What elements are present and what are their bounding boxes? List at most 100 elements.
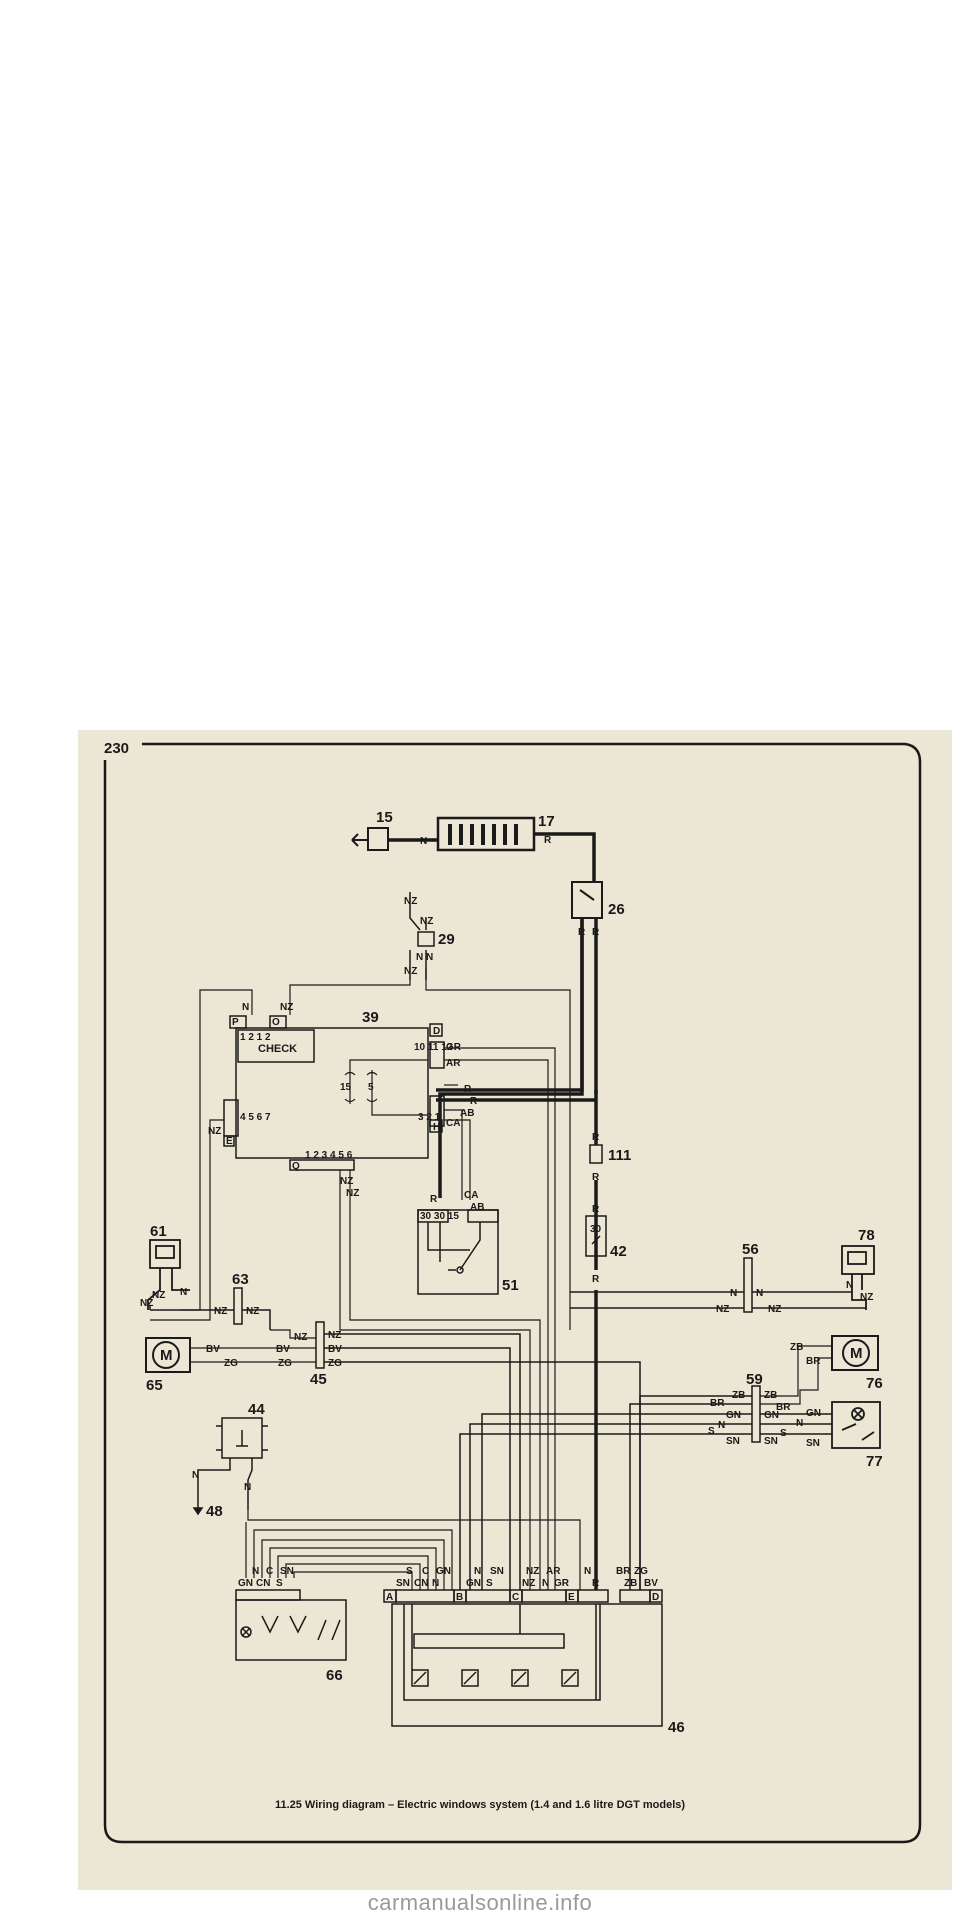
connector-63-number: 63 xyxy=(232,1271,249,1288)
wire-label: SN xyxy=(806,1438,820,1449)
control-unit-46 xyxy=(383,1589,663,1727)
wire-label: N xyxy=(542,1578,549,1589)
wire-label: NZ xyxy=(328,1330,341,1341)
wire-label: N xyxy=(252,1566,259,1577)
wire-label: SN xyxy=(396,1578,410,1589)
wire-label: ZB xyxy=(624,1578,637,1589)
wire-label: SN xyxy=(490,1566,504,1577)
wire-label: S xyxy=(780,1428,787,1439)
wire-label: N xyxy=(846,1280,853,1291)
relay-42-number: 42 xyxy=(610,1243,627,1260)
fuse-111-number: 111 xyxy=(608,1147,631,1164)
wire-label: R xyxy=(544,835,552,846)
relay-42 xyxy=(585,1215,607,1257)
connector-letter: H xyxy=(433,1122,440,1133)
motor-symbol: M xyxy=(160,1347,173,1364)
pin-numbers: 1 2 1 2 xyxy=(240,1032,271,1043)
wire-label: BV xyxy=(206,1344,220,1355)
connector-letter: P xyxy=(232,1017,239,1028)
wire-label: BV xyxy=(644,1578,658,1589)
wire-label: NZ xyxy=(716,1304,729,1315)
wire-label: NZ xyxy=(208,1126,221,1137)
wire-label: CA xyxy=(446,1118,460,1129)
wire-label: GN xyxy=(764,1410,779,1421)
motor-65-number: 65 xyxy=(146,1377,163,1394)
connector-63 xyxy=(149,1287,271,1330)
wire-label: GN xyxy=(726,1410,741,1421)
wire-label: R xyxy=(592,927,600,938)
switch-78 xyxy=(841,1245,875,1310)
wire-label: NZ xyxy=(768,1304,781,1315)
wire-label: NZ xyxy=(152,1290,165,1301)
connector-45-number: 45 xyxy=(310,1371,327,1388)
relay-51 xyxy=(417,1209,499,1295)
wire-label: GN xyxy=(466,1578,481,1589)
relay-51-number: 51 xyxy=(502,1277,519,1294)
switch-61 xyxy=(147,1239,190,1310)
switch-78-number: 78 xyxy=(858,1227,875,1244)
wire-label: N xyxy=(432,1578,439,1589)
wire-label: AR xyxy=(546,1566,561,1577)
wire-label: NZ xyxy=(404,966,417,977)
wire-label: N xyxy=(242,1002,249,1013)
page-number: 230 xyxy=(104,740,129,757)
connector-45 xyxy=(315,1321,641,1590)
wire-label: R xyxy=(592,1132,600,1143)
connector-56 xyxy=(570,1257,866,1313)
connector-letter: Q xyxy=(292,1161,300,1172)
switch-61-number: 61 xyxy=(150,1223,167,1240)
wire-label: N xyxy=(426,952,433,963)
wire-label: CN xyxy=(414,1578,428,1589)
wire-label: SN xyxy=(280,1566,294,1577)
wire-label: R xyxy=(592,1578,600,1589)
wire-label: BV xyxy=(276,1344,290,1355)
wire-label: ZB xyxy=(790,1342,803,1353)
wire-label: R xyxy=(592,1172,600,1183)
relay-pin: 30 xyxy=(590,1224,602,1235)
wire-label: R xyxy=(470,1096,478,1107)
wire-label: C xyxy=(422,1566,429,1577)
wire-label: NZ xyxy=(246,1306,259,1317)
wire-label: N xyxy=(718,1420,725,1431)
switch-77 xyxy=(831,1401,881,1449)
wire-label: BR xyxy=(710,1398,725,1409)
unit-44-number: 44 xyxy=(248,1401,265,1418)
pin-numbers: 30 30 15 xyxy=(420,1211,459,1222)
wire-label: BR xyxy=(806,1356,821,1367)
wire-label: NZ xyxy=(522,1578,535,1589)
wire-44-to-46 xyxy=(247,1510,581,1590)
wire-label: CA xyxy=(464,1190,478,1201)
wire-label: GR xyxy=(446,1042,462,1053)
motor-symbol: M xyxy=(850,1345,863,1362)
motor-76 xyxy=(831,1335,879,1371)
wire-label: N xyxy=(730,1288,737,1299)
wire-label: ZG xyxy=(278,1358,292,1369)
connector-29-number: 29 xyxy=(438,931,455,948)
wire-label: BV xyxy=(328,1344,342,1355)
wire-label: SN xyxy=(726,1436,740,1447)
pin-numbers: 10 11 12 xyxy=(414,1042,453,1053)
switch-66-wires xyxy=(245,1522,453,1590)
wire-label: NZ xyxy=(346,1188,359,1199)
unit-44 xyxy=(197,1417,268,1510)
wire-label: NZ xyxy=(404,896,417,907)
motor-65-wires xyxy=(190,1329,316,1363)
motor-76-number: 76 xyxy=(866,1375,883,1392)
wire-label: AR xyxy=(446,1058,461,1069)
connector-letter: O xyxy=(272,1017,280,1028)
wire-label: N xyxy=(180,1287,187,1298)
wire-label: N xyxy=(796,1418,803,1429)
fuse-label: 5 xyxy=(368,1082,374,1093)
wire-label: ZB xyxy=(732,1390,745,1401)
relay-26-number: 26 xyxy=(608,901,625,918)
wire-label: N xyxy=(420,836,427,847)
fuse-111 xyxy=(589,1144,603,1164)
wire-label: R xyxy=(430,1194,438,1205)
motor-76-wires xyxy=(760,1345,832,1405)
wire-label: R xyxy=(592,1274,600,1285)
wire-label: NZ xyxy=(860,1292,873,1303)
connector-letter: E xyxy=(226,1136,233,1147)
fuse-label: 15 xyxy=(340,1082,352,1093)
wire-label: C xyxy=(266,1566,273,1577)
